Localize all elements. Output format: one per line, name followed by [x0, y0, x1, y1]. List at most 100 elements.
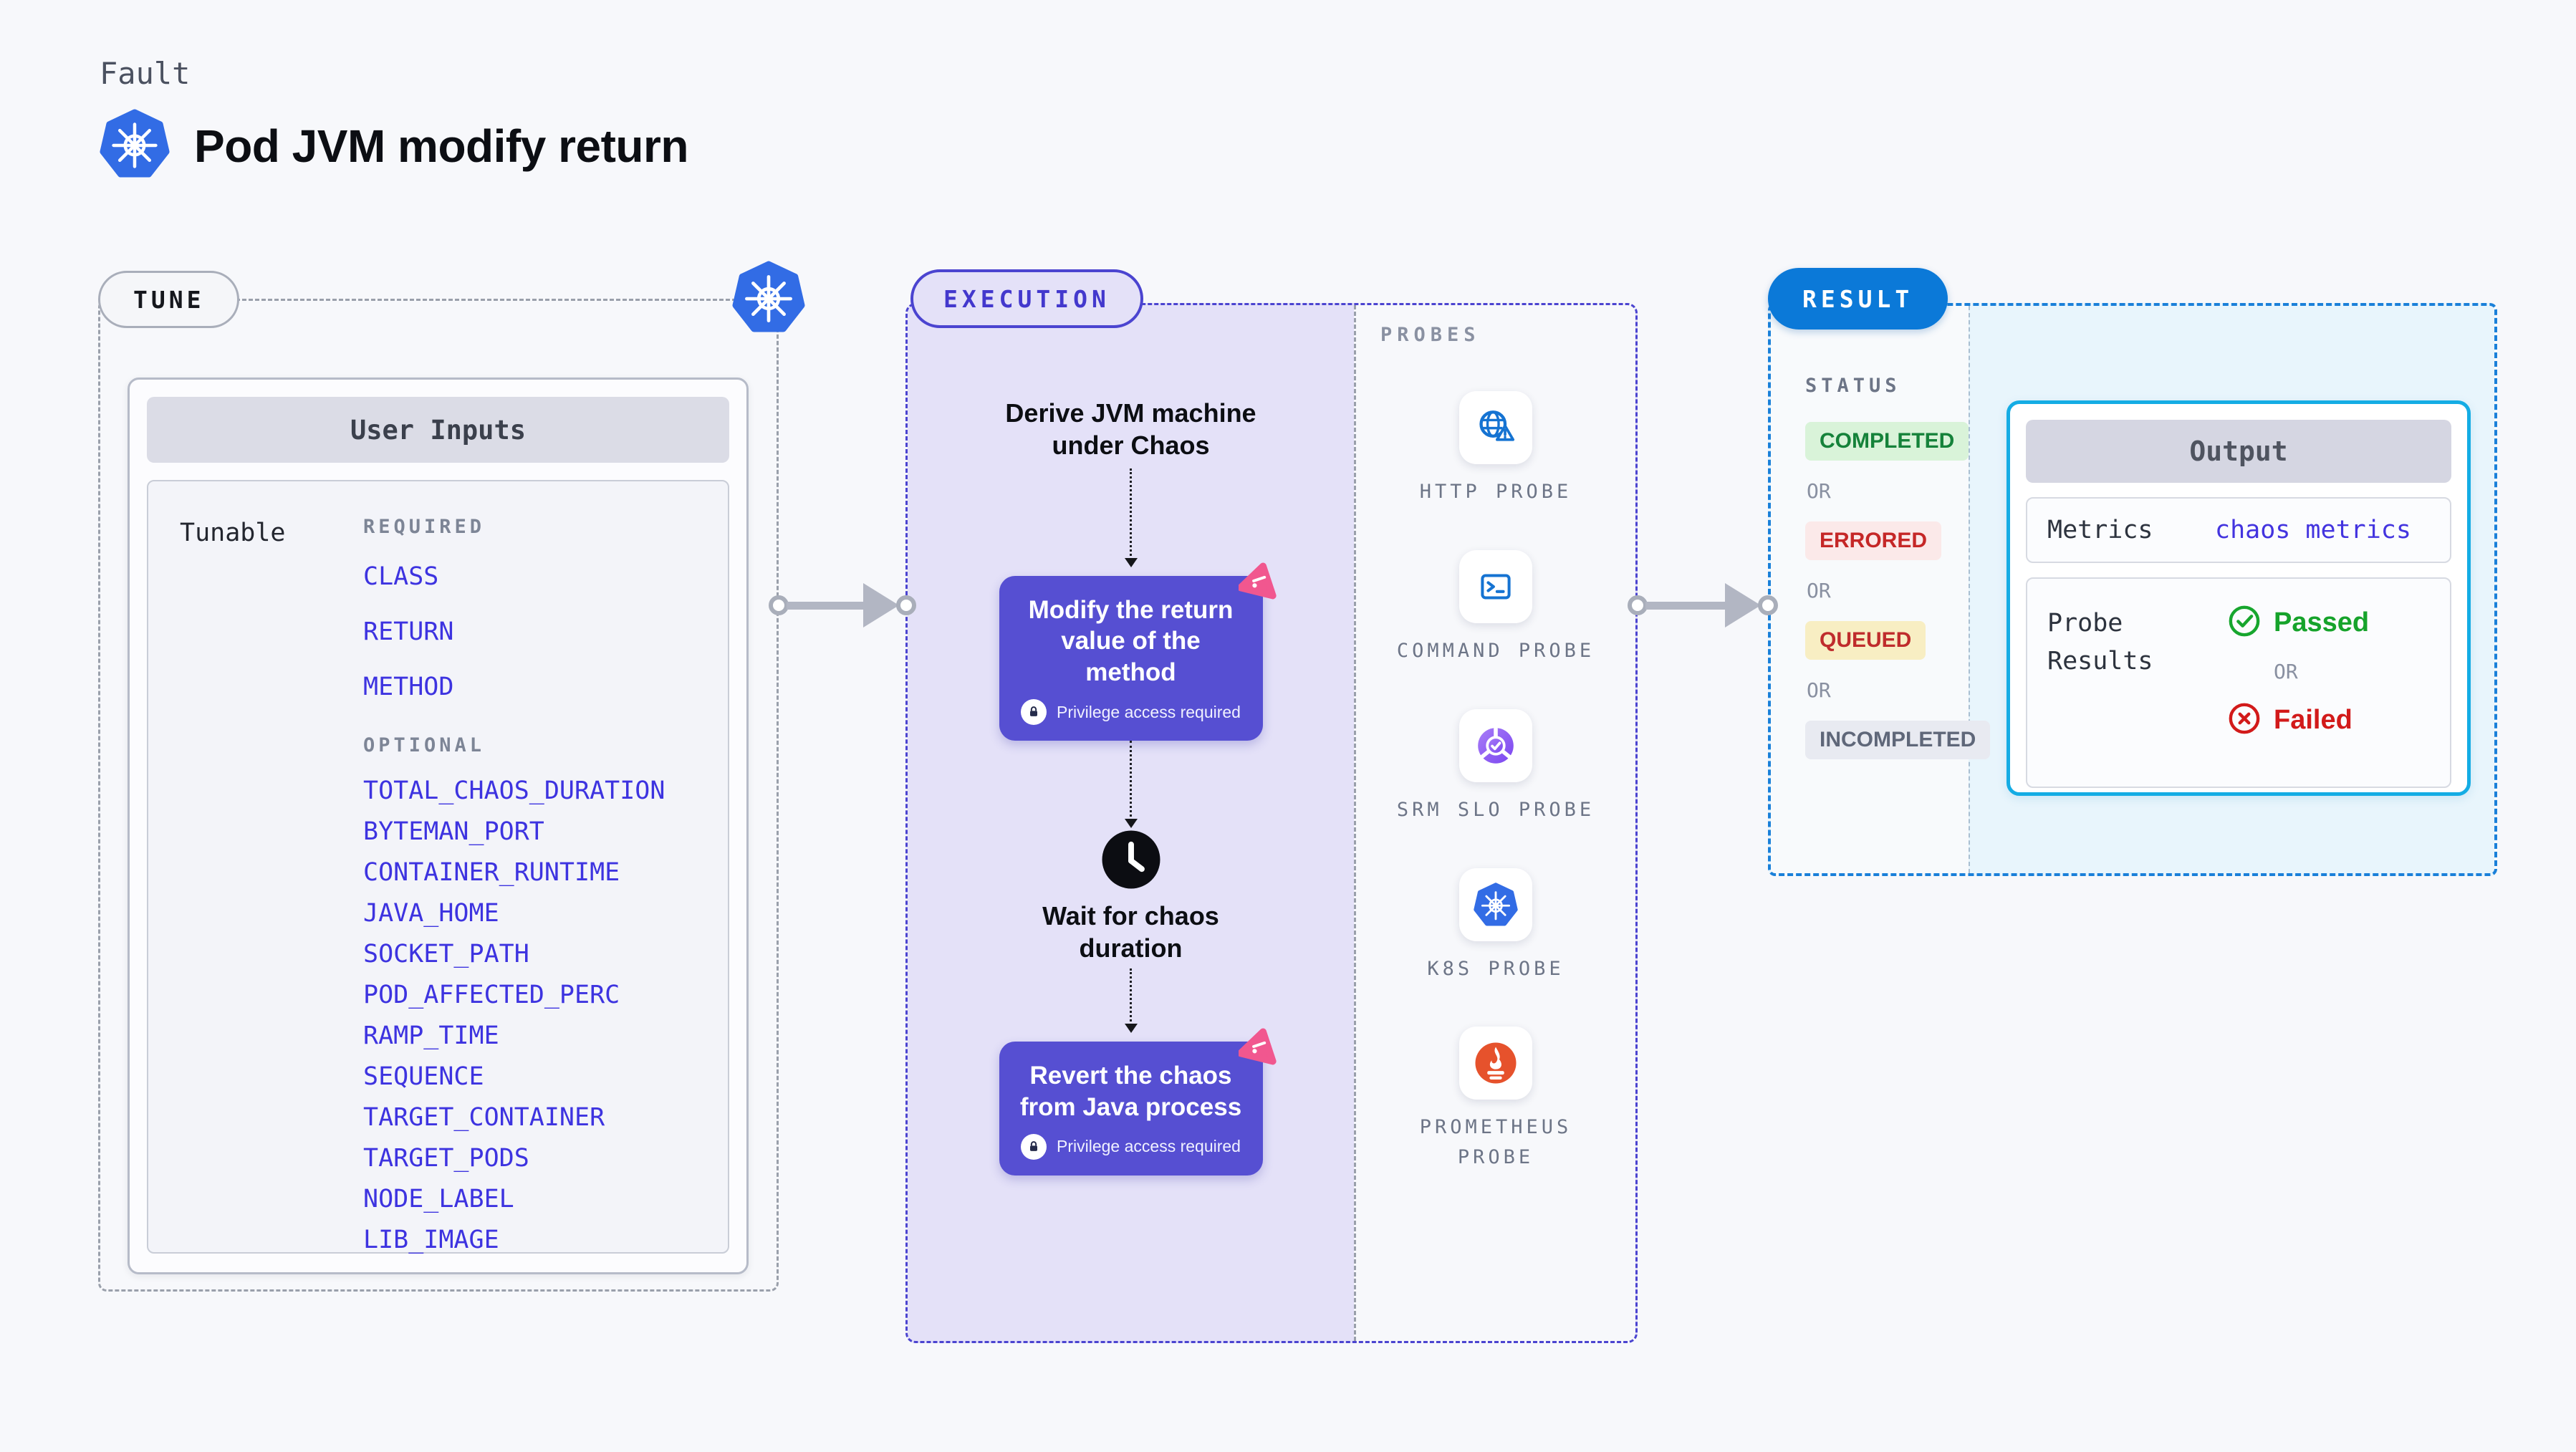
arrow-head — [863, 583, 899, 628]
execution-flow: Derive JVM machine under Chaos Modify th… — [908, 305, 1354, 1341]
tunable-item[interactable]: SEQUENCE — [363, 1062, 484, 1091]
revert-chaos-step: Revert the chaos from Java process Privi… — [999, 1028, 1277, 1175]
privilege-note: Privilege access required — [1057, 702, 1241, 721]
chaos-spark-icon — [1236, 560, 1280, 602]
probe-item: K8S PROBE — [1395, 867, 1596, 984]
status-output-divider — [1969, 306, 1970, 873]
failed-label: Failed — [2274, 705, 2352, 735]
flow-connector — [1124, 968, 1138, 1034]
tune-badge: TUNE — [98, 271, 240, 328]
check-circle-icon — [2228, 605, 2261, 641]
tunable-label: Tunable — [180, 519, 286, 547]
metrics-row: Metrics chaos metrics — [2026, 497, 2451, 563]
execution-to-result-arrow — [1628, 583, 1778, 628]
modify-return-label: Modify the return value of the method — [1028, 596, 1234, 686]
or-separator: OR — [1807, 479, 1831, 503]
required-group-label: REQUIRED — [363, 516, 486, 538]
probe-name: K8S PROBE — [1427, 957, 1565, 980]
command-probe-icon — [1459, 549, 1532, 623]
probe-name: SRM SLO PROBE — [1396, 798, 1595, 821]
probe-name: PROMETHEUS PROBE — [1419, 1116, 1572, 1169]
failed-row: Failed — [2228, 702, 2369, 739]
page-title: Pod JVM modify return — [194, 120, 689, 172]
prometheus-probe-icon — [1459, 1027, 1532, 1100]
optional-items: TOTAL_CHAOS_DURATION BYTEMAN_PORT CONTAI… — [363, 777, 665, 1254]
clock-icon — [1100, 828, 1163, 891]
metrics-value-link[interactable]: chaos metrics — [2215, 516, 2411, 544]
tunable-item[interactable]: JAVA_HOME — [363, 899, 499, 928]
tunable-item[interactable]: SOCKET_PATH — [363, 940, 529, 968]
probe-item: HTTP PROBE — [1395, 391, 1596, 507]
probe-item: COMMAND PROBE — [1395, 549, 1596, 666]
arrow-endpoint-dot — [769, 595, 789, 615]
http-probe-icon — [1459, 391, 1532, 464]
result-section-box: STATUS COMPLETED OR ERRORED OR QUEUED OR… — [1768, 303, 2497, 876]
output-card: Output Metrics chaos metrics Probe Resul… — [2007, 400, 2471, 796]
flow-connector — [1124, 468, 1138, 567]
or-separator: OR — [2274, 660, 2298, 683]
probe-results-label: Probe Results — [2047, 609, 2153, 675]
derive-step-label: Derive JVM machine under Chaos — [1005, 398, 1256, 460]
probe-name: HTTP PROBE — [1419, 481, 1572, 503]
tunable-item[interactable]: CLASS — [363, 562, 439, 591]
tunable-item[interactable]: LIB_IMAGE — [363, 1226, 499, 1254]
probes-label: PROBES — [1380, 324, 1481, 346]
privilege-note: Privilege access required — [1057, 1137, 1241, 1156]
tunable-item[interactable]: NODE_LABEL — [363, 1185, 514, 1213]
status-badge-queued: QUEUED — [1805, 621, 1926, 660]
result-badge: RESULT — [1768, 268, 1948, 330]
output-title: Output — [2026, 420, 2451, 483]
x-circle-icon — [2228, 702, 2261, 739]
page-title-row: Pod JVM modify return — [100, 109, 689, 183]
arrow-shaft — [1645, 601, 1727, 610]
chaos-spark-icon — [1236, 1026, 1280, 1067]
passed-label: Passed — [2274, 607, 2370, 638]
user-inputs-panel: Tunable REQUIRED CLASS RETURN METHOD OPT… — [147, 480, 729, 1254]
tunable-item[interactable]: RAMP_TIME — [363, 1021, 499, 1050]
execution-section-box: Derive JVM machine under Chaos Modify th… — [905, 303, 1638, 1343]
optional-group-label: OPTIONAL — [363, 734, 486, 756]
fault-eyebrow: Fault — [100, 56, 191, 91]
user-inputs-card: User Inputs Tunable REQUIRED CLASS RETUR… — [128, 378, 749, 1274]
lock-icon — [1021, 699, 1047, 726]
revert-chaos-label: Revert the chaos from Java process — [1019, 1062, 1242, 1121]
user-inputs-title: User Inputs — [147, 397, 729, 463]
arrow-head — [1725, 583, 1761, 628]
tunable-item[interactable]: BYTEMAN_PORT — [363, 817, 544, 846]
tunable-item[interactable]: METHOD — [363, 673, 454, 701]
tunable-item[interactable]: CONTAINER_RUNTIME — [363, 858, 620, 887]
or-separator: OR — [1807, 579, 1831, 602]
arrow-endpoint-dot — [1628, 595, 1648, 615]
tunable-item[interactable]: TARGET_CONTAINER — [363, 1103, 605, 1132]
modify-return-step: Modify the return value of the method Pr… — [999, 562, 1277, 741]
tunable-item[interactable]: TOTAL_CHAOS_DURATION — [363, 777, 665, 805]
wait-step-label: Wait for chaos duration — [1042, 901, 1219, 963]
probe-item: SRM SLO PROBE — [1395, 708, 1596, 825]
status-list: COMPLETED OR ERRORED OR QUEUED OR INCOMP… — [1805, 422, 1991, 759]
lock-icon — [1021, 1133, 1047, 1160]
tune-to-execution-arrow — [769, 583, 916, 628]
probe-item: PROMETHEUS PROBE — [1395, 1027, 1596, 1173]
tunable-item[interactable]: TARGET_PODS — [363, 1144, 529, 1173]
status-label: STATUS — [1805, 375, 1901, 397]
execution-probes-divider — [1354, 305, 1356, 1341]
arrow-endpoint-dot — [896, 595, 916, 615]
status-badge-incompleted: INCOMPLETED — [1805, 721, 1991, 759]
probe-results-row: Probe Results Passed OR — [2026, 577, 2451, 788]
probe-name: COMMAND PROBE — [1396, 639, 1595, 662]
tune-section-box — [98, 299, 779, 1292]
kubernetes-icon — [100, 109, 170, 183]
flow-connector — [1124, 741, 1138, 829]
srm-slo-probe-icon — [1459, 708, 1532, 782]
or-separator: OR — [1807, 678, 1831, 702]
metrics-label: Metrics — [2047, 516, 2153, 544]
required-items: CLASS RETURN METHOD — [363, 562, 665, 701]
arrow-endpoint-dot — [1758, 595, 1778, 615]
tunable-item[interactable]: POD_AFFECTED_PERC — [363, 981, 620, 1009]
status-badge-completed: COMPLETED — [1805, 422, 1969, 461]
tunable-item[interactable]: RETURN — [363, 617, 454, 646]
arrow-shaft — [787, 601, 865, 610]
passed-row: Passed — [2228, 605, 2369, 641]
status-badge-errored: ERRORED — [1805, 521, 1942, 560]
